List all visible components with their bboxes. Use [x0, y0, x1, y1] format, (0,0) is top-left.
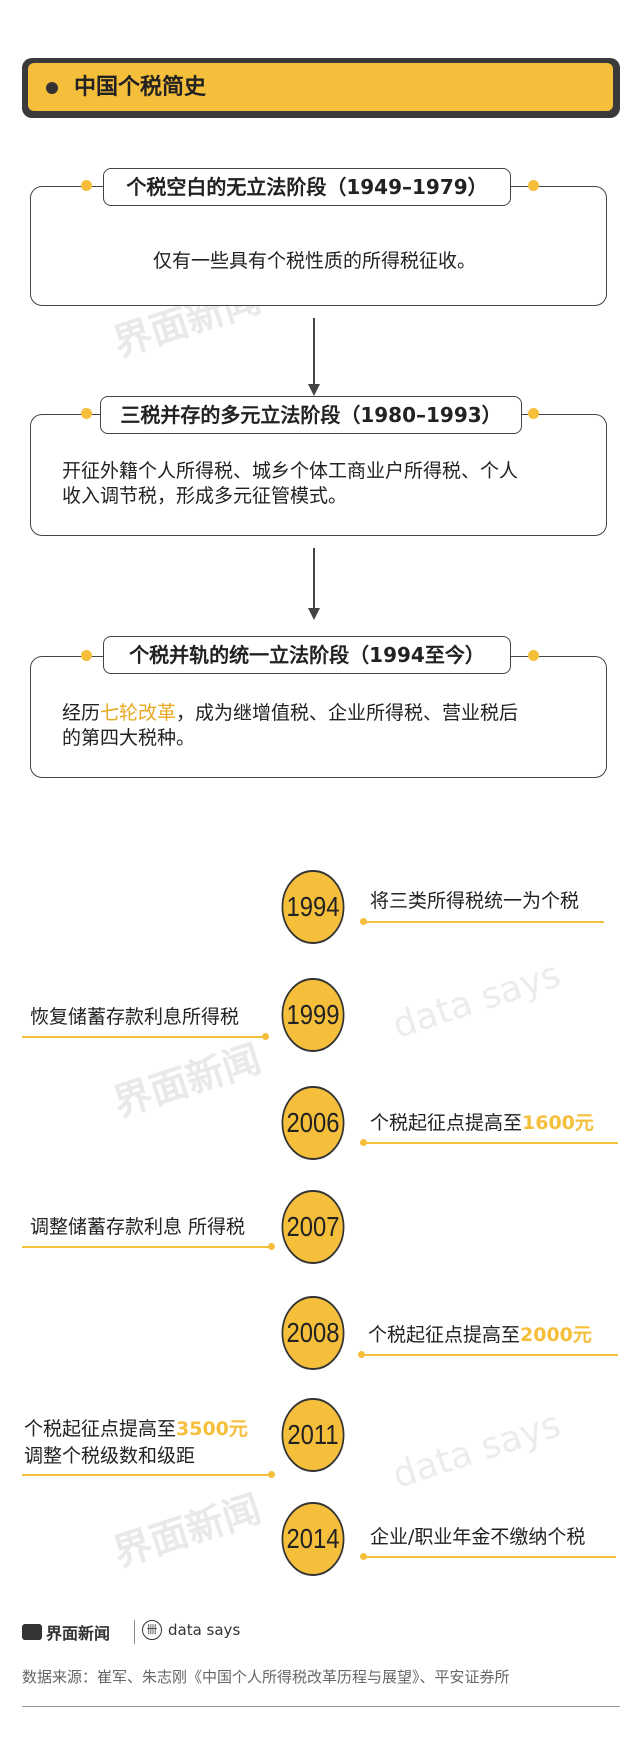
event-dot: [358, 1351, 365, 1358]
timeline-event-2006: 个税起征点提高至1600元: [370, 1110, 594, 1136]
arrow-down-icon: [308, 608, 320, 620]
timeline-event-1999: 恢复储蓄存款利息所得税: [30, 1006, 240, 1028]
timeline-event-1994: 将三类所得税统一为个税: [370, 890, 580, 912]
watermark-en: data says: [387, 1404, 566, 1497]
timeline-event-2011-line2: 调整个税级数和级距: [24, 1445, 196, 1467]
stage-text-3a: 经历七轮改革，成为继增值税、企业所得税、营业税后: [62, 700, 518, 727]
stage-box-1: [30, 186, 607, 306]
stage-text-1: 仅有一些具有个税性质的所得税征收。: [153, 250, 477, 272]
event-text-2006: 个税起征点提高至: [370, 1112, 523, 1134]
stage-dot: [528, 650, 539, 661]
partner-name: data says: [168, 1621, 241, 1639]
watermark-en: data says: [387, 954, 566, 1047]
event-underline: [360, 1354, 618, 1356]
stage-text-2a: 开征外籍个人所得税、城乡个体工商业户所得税、个人: [62, 460, 519, 482]
stage-label-3: 个税并轨的统一立法阶段（1994至今）: [103, 636, 511, 674]
stage-text-3-pre: 经历: [62, 702, 101, 724]
stage-dot: [81, 408, 92, 419]
year-circle-1999: 1999: [281, 978, 345, 1052]
stage-label-2: 三税并存的多元立法阶段（1980–1993）: [100, 396, 522, 434]
year-circle-2007: 2007: [281, 1190, 345, 1264]
stage-box-3: [30, 656, 607, 778]
year-circle-1994: 1994: [281, 870, 345, 944]
timeline-event-2007: 调整储蓄存款利息 所得税: [30, 1216, 246, 1238]
event-dot: [268, 1243, 275, 1250]
stage-text-3-highlight: 七轮改革: [100, 702, 177, 724]
stage-dot: [528, 180, 539, 191]
timeline-event-2014: 企业/职业年金不缴纳个税: [370, 1526, 586, 1548]
timeline-event-2011: 个税起征点提高至3500元: [24, 1416, 248, 1442]
event-underline: [22, 1246, 272, 1248]
stage-text-3-post: ，成为继增值税、企业所得税、营业税后: [176, 702, 519, 724]
event-text-2011: 个税起征点提高至: [24, 1418, 177, 1440]
stage-dot: [81, 180, 92, 191]
event-dot: [360, 1139, 367, 1146]
event-text-2008: 个税起征点提高至: [368, 1324, 521, 1346]
arrow-line: [313, 548, 315, 610]
stage-text-2b: 收入调节税，形成多元征管模式。: [62, 485, 348, 507]
event-highlight-2011: 3500元: [176, 1418, 248, 1440]
event-dot: [360, 1553, 367, 1560]
event-underline: [362, 1142, 618, 1144]
divider: [134, 1620, 135, 1644]
event-dot: [268, 1471, 275, 1478]
watermark-cn: 界面新闻: [108, 1036, 267, 1126]
year-circle-2011: 2011: [281, 1398, 345, 1472]
header-panel: [28, 63, 613, 111]
stage-label-1: 个税空白的无立法阶段（1949–1979）: [103, 168, 511, 206]
watermark-cn: 界面新闻: [108, 1486, 267, 1576]
data-says-logo-icon: 卌: [142, 1620, 162, 1640]
brand-name: 界面新闻: [46, 1624, 111, 1643]
arrow-down-icon: [308, 384, 320, 396]
stage-text-3b: 的第四大税种。: [62, 727, 196, 749]
year-circle-2008: 2008: [281, 1296, 345, 1370]
event-highlight-2008: 2000元: [520, 1324, 592, 1346]
page-title: 中国个税简史: [74, 75, 207, 100]
stage-dot: [528, 408, 539, 419]
arrow-line: [313, 318, 315, 386]
event-underline: [362, 921, 604, 923]
bullet-icon: [46, 82, 58, 94]
data-source: 数据来源：崔军、朱志刚《中国个人所得税改革历程与展望》、平安证券所: [22, 1668, 510, 1686]
footer-divider: [22, 1706, 620, 1707]
event-underline: [362, 1556, 616, 1558]
event-highlight-2006: 1600元: [522, 1112, 594, 1134]
year-circle-2014: 2014: [281, 1502, 345, 1576]
year-circle-2006: 2006: [281, 1086, 345, 1160]
event-dot: [262, 1033, 269, 1040]
brand-logo-icon: [22, 1624, 42, 1640]
event-underline: [22, 1474, 272, 1476]
timeline-event-2008: 个税起征点提高至2000元: [368, 1322, 592, 1348]
stage-dot: [81, 650, 92, 661]
event-underline: [22, 1036, 266, 1038]
event-dot: [360, 918, 367, 925]
